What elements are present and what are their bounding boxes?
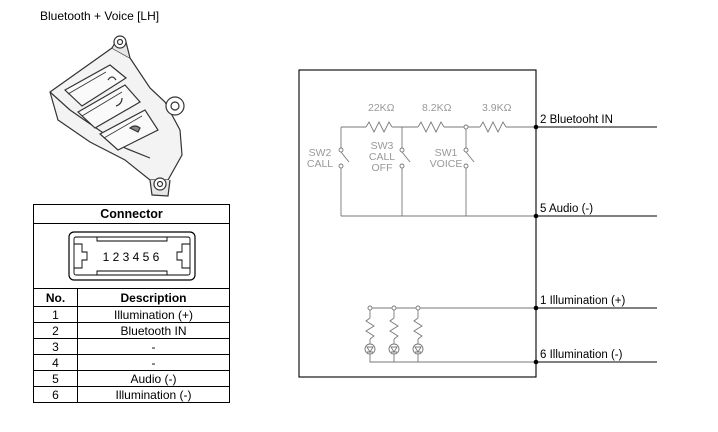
- schematic-box: [298, 69, 537, 378]
- switch-sw3-function-2: OFF: [372, 162, 393, 174]
- terminal-label-bluetooth-in: 2 Bluetooht IN: [540, 114, 613, 126]
- pin-description: Bluetooth IN: [77, 322, 230, 339]
- table-row: 3-: [33, 338, 230, 355]
- internal-wiring: [340, 120, 536, 363]
- terminal-label-illumination-minus: 6 Illumination (-): [540, 349, 623, 361]
- resistor-3-9k: [479, 120, 507, 134]
- switch-sw3-label: SW3: [371, 140, 394, 152]
- connector-pin-numbers: 1 2 3 4 5 6: [102, 250, 159, 264]
- switch-sw3-function: CALL: [369, 151, 395, 163]
- external-leads: [536, 126, 657, 363]
- switch-sw2-label: SW2: [309, 147, 332, 159]
- pin-description: Illumination (-): [77, 386, 230, 403]
- terminal-label-illumination-plus: 1 Illumination (+): [540, 295, 625, 307]
- switch-sw2-function: CALL: [307, 158, 333, 170]
- switch-assembly-illustration: [49, 35, 185, 197]
- resistor-label-3-9k: 3.9KΩ: [482, 102, 512, 114]
- switch-sw1-label: SW1: [435, 147, 458, 159]
- resistor-22k: [365, 120, 393, 134]
- column-header-no: No.: [33, 288, 78, 307]
- terminal-label-audio: 5 Audio (-): [540, 203, 593, 215]
- connector-outline: 1 2 3 4 5 6: [67, 231, 196, 281]
- resistor-label-8-2k: 8.2KΩ: [422, 102, 452, 114]
- pin-description: Illumination (+): [77, 306, 230, 323]
- resistor-label-22k: 22KΩ: [368, 102, 395, 114]
- connector-pin-diagram: 1 2 3 4 5 6: [33, 223, 230, 289]
- table-row: 4-: [33, 354, 230, 371]
- switch-sw1-function: VOICE: [430, 158, 463, 170]
- resistor-8-2k: [417, 120, 445, 134]
- terminal-dots: [533, 124, 539, 365]
- diagram-title: Bluetooth + Voice [LH]: [40, 9, 160, 23]
